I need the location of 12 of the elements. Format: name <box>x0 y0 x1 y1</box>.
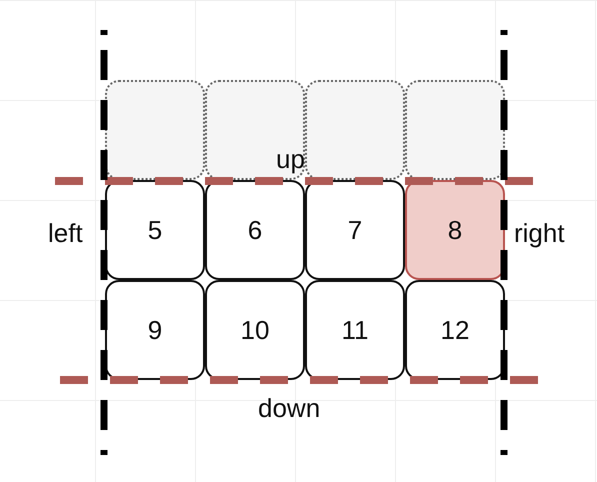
number-box: 5 <box>105 180 205 280</box>
number-box: 8 <box>405 180 505 280</box>
number-box: 9 <box>105 280 205 380</box>
direction-label: right <box>514 218 565 249</box>
direction-label: down <box>258 393 320 424</box>
direction-label: up <box>276 144 305 175</box>
number-box: 12 <box>405 280 505 380</box>
number-box: 7 <box>305 180 405 280</box>
direction-label: left <box>48 218 83 249</box>
number-box: 10 <box>205 280 305 380</box>
number-box: 11 <box>305 280 405 380</box>
number-box: 6 <box>205 180 305 280</box>
